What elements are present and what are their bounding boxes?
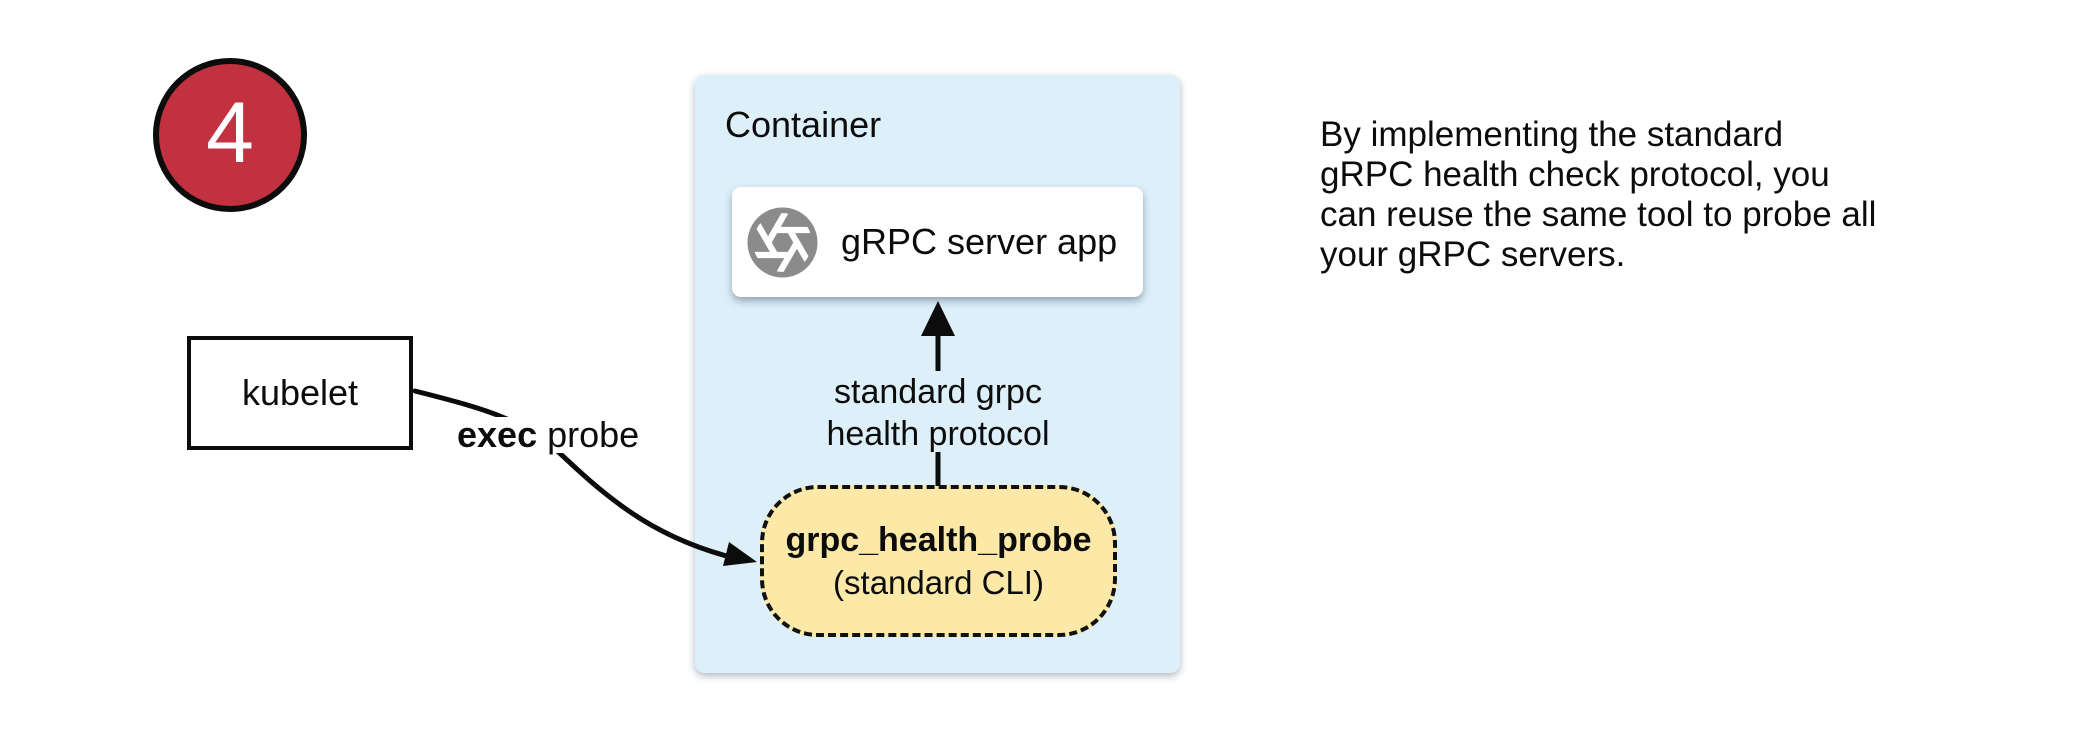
container-box: Container gRPC server app bbox=[695, 75, 1180, 673]
health-protocol-line2: health protocol bbox=[826, 415, 1050, 453]
exec-probe-label: exec probe bbox=[449, 414, 648, 455]
grpc-server-box: gRPC server app bbox=[732, 187, 1143, 297]
exec-probe-label-rest: probe bbox=[537, 414, 640, 455]
probe-name: grpc_health_probe bbox=[785, 521, 1092, 559]
health-protocol-label: standard grpc health protocol bbox=[788, 371, 1088, 455]
note-line: gRPC health check protocol, you bbox=[1320, 155, 1830, 194]
step-number: 4 bbox=[206, 85, 254, 181]
kubelet-label: kubelet bbox=[241, 372, 359, 413]
container-label: Container bbox=[725, 104, 882, 145]
grpc-aperture-icon bbox=[747, 207, 818, 277]
grpc-health-probe-box: grpc_health_probe (standard CLI) bbox=[760, 485, 1117, 637]
step-badge: 4 bbox=[153, 58, 307, 212]
probe-subtitle: (standard CLI) bbox=[833, 564, 1044, 601]
exec-probe-label-bold: exec bbox=[457, 414, 538, 455]
grpc-server-label: gRPC server app bbox=[841, 221, 1118, 262]
kubelet-box: kubelet bbox=[187, 336, 413, 450]
health-protocol-line1: standard grpc bbox=[834, 373, 1042, 411]
note-line: your gRPC servers. bbox=[1320, 235, 1626, 274]
note-text: By implementing the standard gRPC health… bbox=[1320, 115, 1940, 275]
note-line: can reuse the same tool to probe all bbox=[1320, 195, 1877, 234]
note-line: By implementing the standard bbox=[1320, 115, 1784, 154]
